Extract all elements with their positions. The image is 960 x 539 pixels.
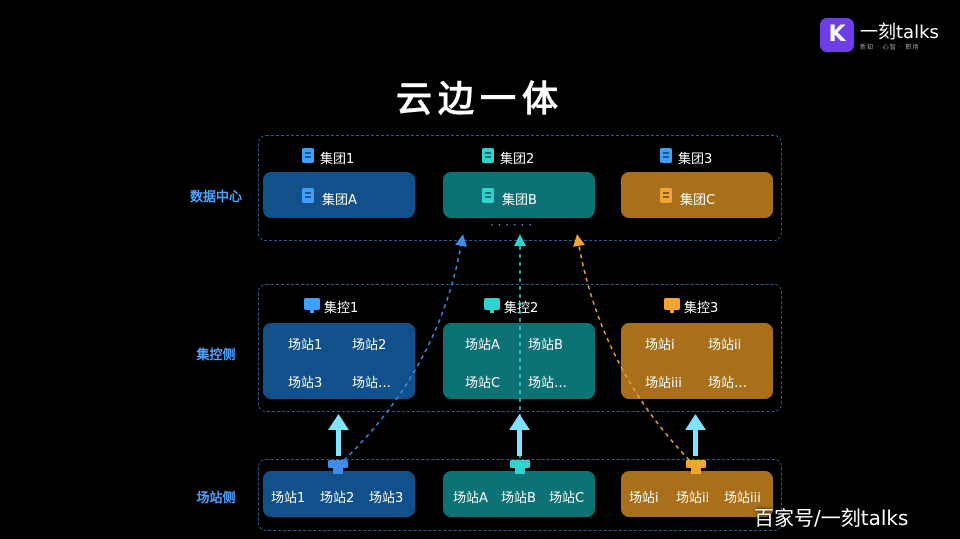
building-icon <box>660 148 672 163</box>
group-header-2: 集团2 <box>500 152 535 167</box>
control-card-2 <box>443 323 595 399</box>
control-region <box>258 284 782 412</box>
building-icon <box>302 188 314 203</box>
row-label-data-center: 数据中心 <box>189 190 242 205</box>
group-header-3: 集团3 <box>678 152 713 167</box>
more-ellipsis: · · · · · · <box>490 218 532 232</box>
device-icon-1 <box>328 460 348 474</box>
station-label: 场站ii <box>676 491 710 506</box>
group-card-label: 集团A <box>322 193 357 208</box>
station-label: 场站… <box>708 376 748 391</box>
station-label: 场站C <box>465 376 501 391</box>
control-card-1 <box>263 323 415 399</box>
control-header-3: 集控3 <box>684 301 719 316</box>
device-icon-3 <box>686 460 706 474</box>
monitor-icon <box>484 298 500 313</box>
dashed-arrow-blue <box>337 234 467 467</box>
group-header-1: 集团1 <box>320 152 355 167</box>
logo-tagline: 新知 · 心智 · 职场 <box>860 44 920 51</box>
dashed-arrow-gold <box>573 234 696 467</box>
logo-icon: K <box>820 18 854 52</box>
control-header-2: 集控2 <box>504 301 539 316</box>
up-arrow-3 <box>685 414 706 456</box>
station-label: 场站1 <box>271 491 306 506</box>
station-label: 场站iii <box>724 491 761 506</box>
up-arrow-1 <box>328 414 349 456</box>
station-label: 场站3 <box>288 376 323 391</box>
station-label: 场站… <box>528 376 568 391</box>
monitor-icon <box>664 298 680 313</box>
watermark: 百家号/一刻talks <box>754 506 909 530</box>
station-label: 场站2 <box>320 491 355 506</box>
page-title: 云边一体 <box>395 79 564 120</box>
group-card-c <box>621 172 773 218</box>
station-label: 场站A <box>453 491 488 506</box>
station-label: 场站A <box>465 338 500 353</box>
group-card-a <box>263 172 415 218</box>
station-label: 场站3 <box>369 491 404 506</box>
station-label: 场站i <box>629 491 659 506</box>
row-label-control: 集控侧 <box>196 348 236 363</box>
station-label: 场站iii <box>645 376 682 391</box>
control-header-1: 集控1 <box>324 301 359 316</box>
row-label-station: 场站侧 <box>196 491 236 506</box>
building-icon <box>482 188 494 203</box>
control-card-3 <box>621 323 773 399</box>
logo-name: 一刻talks <box>860 22 939 43</box>
station-label: 场站ii <box>708 338 742 353</box>
station-label: 场站B <box>528 338 563 353</box>
device-icon-2 <box>510 460 530 474</box>
station-label: 场站1 <box>288 338 323 353</box>
station-label: 场站2 <box>352 338 387 353</box>
station-label: 场站i <box>645 338 675 353</box>
group-card-label: 集团C <box>680 193 716 208</box>
station-label: 场站C <box>549 491 585 506</box>
station-label: 场站… <box>352 376 392 391</box>
station-region <box>258 459 782 531</box>
monitor-icon <box>304 298 320 313</box>
building-icon <box>302 148 314 163</box>
building-icon <box>660 188 672 203</box>
station-card-1 <box>263 471 415 517</box>
group-card-b <box>443 172 595 218</box>
group-card-label: 集团B <box>502 193 537 208</box>
station-label: 场站B <box>501 491 536 506</box>
station-card-2 <box>443 471 595 517</box>
building-icon <box>482 148 494 163</box>
station-card-3 <box>621 471 773 517</box>
up-arrow-2 <box>509 414 530 456</box>
